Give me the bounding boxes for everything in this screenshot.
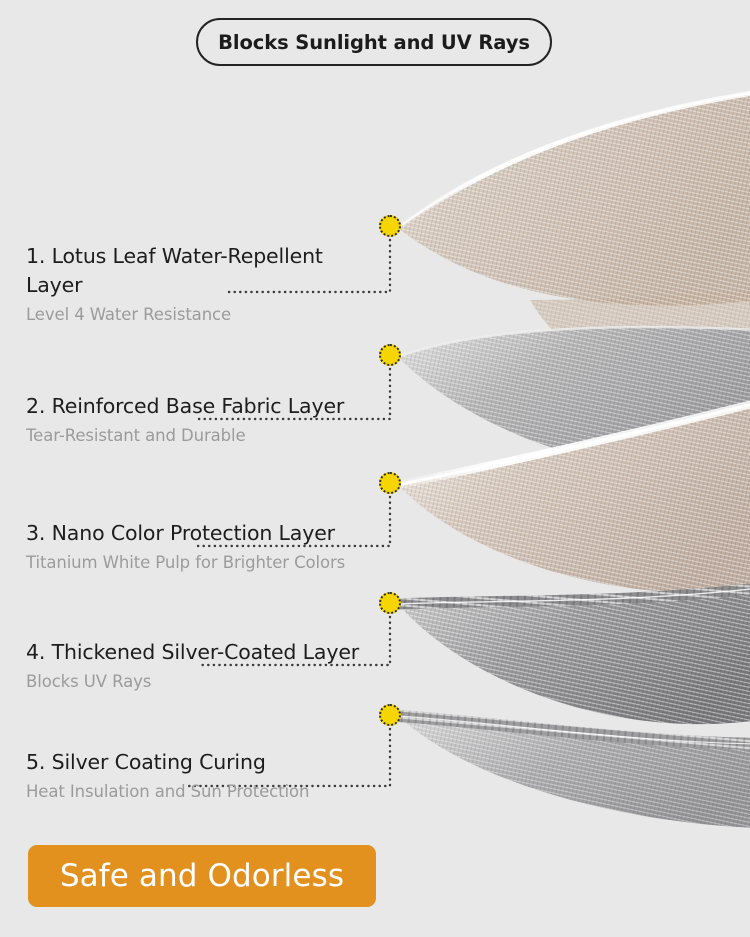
layer-callout-5: 5. Silver Coating Curing Heat Insulation…: [26, 748, 326, 804]
layer-subtitle-2: Tear-Resistant and Durable: [26, 426, 246, 446]
fabric-layer-2: [397, 325, 750, 473]
layer-title-1: 1. Lotus Leaf Water-Repellent Layer: [26, 244, 323, 298]
layer-subtitle-3: Titanium White Pulp for Brighter Colors: [26, 553, 346, 573]
cta-label: Safe and Odorless: [59, 858, 345, 894]
layer-subtitle-5: Heat Insulation and Sun Protection: [26, 782, 310, 802]
layer-callout-4: 4. Thickened Silver-Coated Layer Blocks …: [26, 638, 396, 694]
layer-title-4: 4. Thickened Silver-Coated Layer: [26, 640, 360, 664]
fabric-layer-1-fold: [530, 289, 750, 394]
layer-marker-2[interactable]: [379, 344, 401, 366]
layer-title-5: 5. Silver Coating Curing: [26, 750, 266, 774]
layer-callout-2: 2. Reinforced Base Fabric Layer Tear-Res…: [26, 392, 386, 448]
fabric-layer-1: [396, 91, 750, 306]
safe-and-odorless-button[interactable]: Safe and Odorless: [28, 845, 376, 907]
layer-marker-4[interactable]: [379, 592, 401, 614]
fabric-layer-5: [397, 710, 750, 828]
layer-marker-5[interactable]: [379, 704, 401, 726]
header-badge: Blocks Sunlight and UV Rays: [196, 18, 552, 66]
layer-subtitle-4: Blocks UV Rays: [26, 672, 152, 692]
fabric-layer-4: [397, 583, 750, 725]
fabric-layer-3: [397, 400, 750, 594]
page-title: Blocks Sunlight and UV Rays: [218, 30, 530, 54]
layer-title-3: 3. Nano Color Protection Layer: [26, 521, 335, 545]
layer-marker-1[interactable]: [379, 215, 401, 237]
layer-subtitle-1: Level 4 Water Resistance: [26, 305, 232, 325]
layer-callout-1: 1. Lotus Leaf Water-Repellent Layer Leve…: [26, 242, 356, 327]
layer-marker-3[interactable]: [379, 472, 401, 494]
layer-callout-3: 3. Nano Color Protection Layer Titanium …: [26, 519, 406, 575]
layer-title-2: 2. Reinforced Base Fabric Layer: [26, 394, 345, 418]
